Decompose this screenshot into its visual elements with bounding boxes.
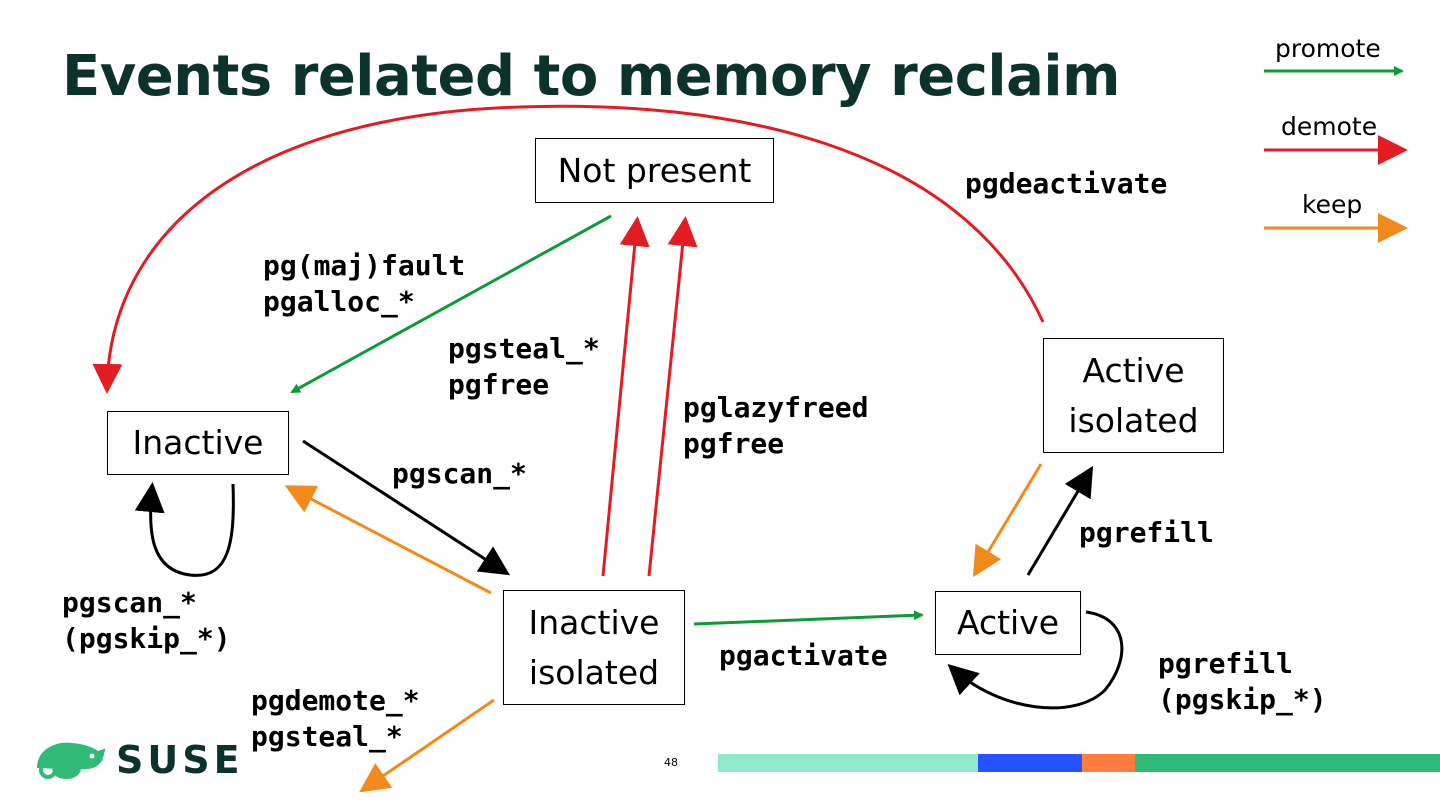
label-activate: pgactivate [719,639,888,672]
arrow-activate [693,610,924,626]
arrow-demote [359,698,495,793]
arrow-keep-inactive [284,485,492,595]
footer-bar-orange [1082,754,1135,772]
arrow-steal [601,216,650,577]
arrow-lazyfree [647,216,698,577]
label-deactivate: pgdeactivate [965,167,1168,200]
arrow-deactivate [92,104,1045,394]
suse-logo: SUSE [34,738,244,782]
label-fault: pg(maj)fault pgalloc_* [263,249,466,318]
label-refill-loop: pgrefill (pgskip_*) [1158,647,1327,716]
legend-demote-label: demote [1281,112,1378,141]
node-not-present-label: Not present [557,150,752,190]
arrow-scan [302,439,511,576]
node-active-label: Active [956,603,1060,643]
label-demote: pgdemote_* pgsteal_* [251,684,420,753]
node-inactive: Inactive [107,411,289,475]
node-active-isolated-label: Active isolated [1068,351,1199,440]
node-not-present: Not present [535,138,774,203]
legend-promote-label: promote [1275,34,1381,63]
node-inactive-isolated: Inactive isolated [503,590,685,705]
page-title: Events related to memory reclaim [62,44,1120,109]
label-lazyfree: pglazyfreed pgfree [683,391,869,460]
chameleon-icon [37,742,106,780]
arrow-refill-loop [947,610,1124,710]
footer-bar-blue [978,754,1082,772]
node-active: Active [935,591,1081,655]
label-scan: pgscan_* [392,457,527,490]
footer-bar-green [1135,754,1440,772]
brand-wordmark: SUSE [116,738,244,782]
label-scan-loop: pgscan_* (pgskip_*) [62,586,231,655]
arrow-scan-loop [134,482,235,577]
arrow-keep-active [972,463,1043,578]
node-active-isolated: Active isolated [1043,338,1224,453]
legend-arrows [1264,66,1408,243]
node-inactive-isolated-label: Inactive isolated [528,603,660,692]
arrow-refill [1026,465,1094,576]
footer-bar-mint [718,754,978,772]
label-refill: pgrefill [1079,516,1214,549]
node-inactive-label: Inactive [132,423,264,463]
arrow-fault [290,214,612,394]
legend-keep-label: keep [1302,190,1363,219]
page-number: 48 [664,756,678,769]
label-steal: pgsteal_* pgfree [448,332,600,401]
